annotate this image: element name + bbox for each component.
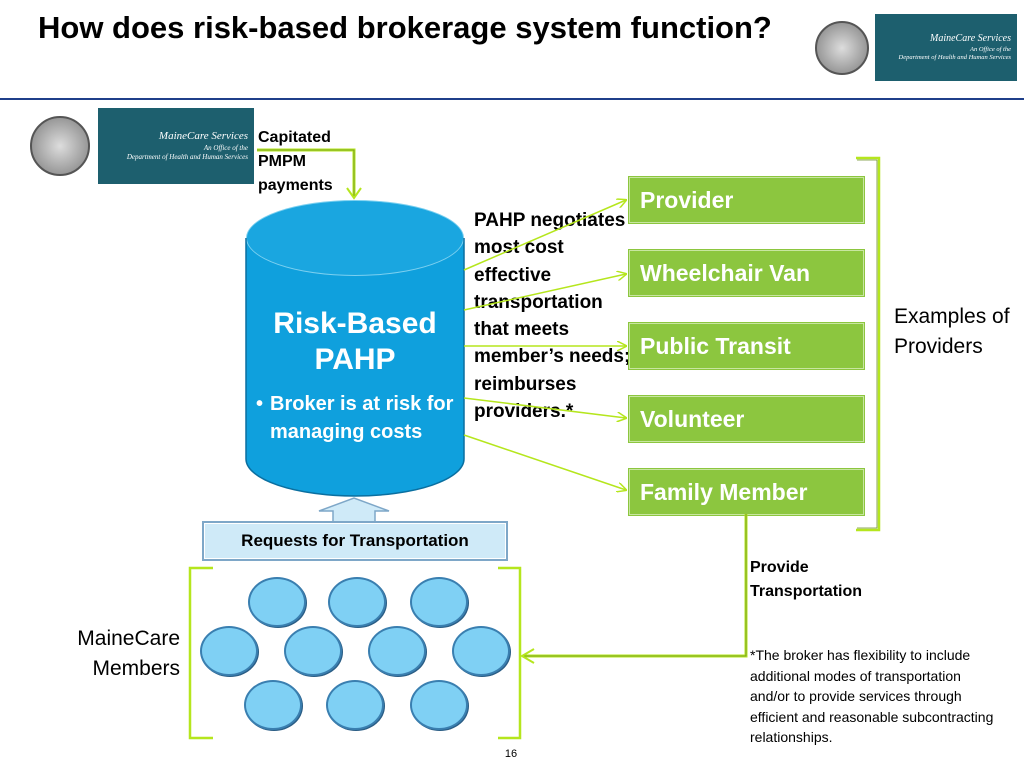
requests-up-arrow: [318, 497, 390, 521]
pahp-bullet: • Broker is at risk for managing costs: [256, 390, 456, 446]
bullet-dot: •: [256, 393, 264, 415]
logo-line3: Department of Health and Human Services: [126, 152, 248, 161]
member-circle: [410, 577, 468, 627]
member-circle: [284, 626, 342, 676]
member-circle: [326, 680, 384, 730]
slide-title: How does risk-based brokerage system fun…: [38, 10, 772, 45]
member-circle: [200, 626, 258, 676]
mainecare-logo-top: MaineCare Services An Office of the Depa…: [809, 14, 1017, 81]
member-circle: [452, 626, 510, 676]
requests-for-transportation-box: Requests for Transportation: [202, 521, 508, 561]
arrow-to-family-member: [463, 434, 626, 490]
footnote: *The broker has flexibility to include a…: [750, 647, 994, 746]
provider-box-public-transit: Public Transit: [628, 322, 865, 370]
pahp-description: PAHP negotiates most cost effective tran…: [474, 210, 631, 423]
mainecare-logo-left: MaineCare Services An Office of the Depa…: [22, 108, 254, 184]
logo-line1: MaineCare Services: [930, 33, 1011, 45]
pahp-title: Risk-Based PAHP: [273, 307, 437, 376]
logo-line3: Department of Health and Human Services: [898, 53, 1011, 61]
logo-line2: An Office of the: [970, 45, 1011, 53]
member-circle: [410, 680, 468, 730]
cylinder-outline: [245, 238, 465, 497]
member-circle: [328, 577, 386, 627]
seal-icon: [809, 14, 875, 81]
pahp-bullet-text: Broker is at risk for managing costs: [270, 393, 454, 443]
provide-transportation-label: Provide Transportation: [750, 559, 863, 600]
examples-of-providers-label: Examples of Providers: [894, 305, 1010, 358]
member-circle: [368, 626, 426, 676]
provider-box-family-member: Family Member: [628, 468, 865, 516]
provider-box-volunteer: Volunteer: [628, 395, 865, 443]
capitated-payments-label: Capitated PMPM payments: [258, 129, 333, 194]
page-number: 16: [504, 748, 518, 760]
member-circle: [248, 577, 306, 627]
title-divider: [0, 98, 1024, 100]
provider-box-wheelchair-van: Wheelchair Van: [628, 249, 865, 297]
logo-line1: MaineCare Services: [158, 130, 248, 143]
provider-box-provider: Provider: [628, 176, 865, 224]
logo-line2: An Office of the: [203, 144, 248, 153]
seal-icon: [22, 108, 98, 184]
member-circle: [244, 680, 302, 730]
mainecare-members-label: MaineCare Members: [77, 627, 180, 680]
provide-transportation-arrow: [520, 514, 748, 664]
